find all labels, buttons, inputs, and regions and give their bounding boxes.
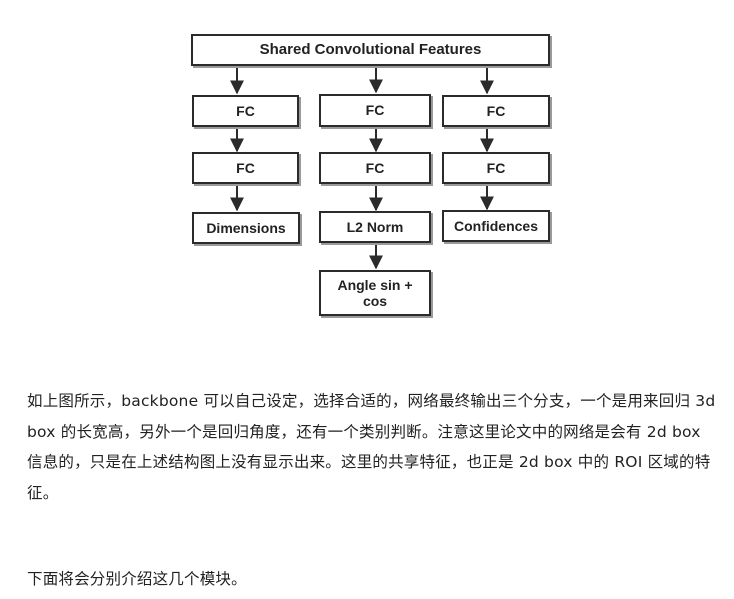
shared-features-box: Shared Convolutional Features bbox=[191, 34, 550, 66]
right-fc1-label: FC bbox=[486, 102, 506, 119]
next-section-intro: 下面将会分别介绍这几个模块。 bbox=[27, 570, 247, 588]
middle-fc1-label: FC bbox=[365, 102, 385, 119]
l2-norm-label: L2 Norm bbox=[346, 218, 404, 235]
middle-fc2-box: FC bbox=[319, 152, 431, 184]
shared-features-label: Shared Convolutional Features bbox=[259, 41, 482, 59]
left-fc1-box: FC bbox=[192, 95, 299, 127]
middle-fc2-label: FC bbox=[365, 159, 385, 176]
confidences-box: Confidences bbox=[442, 210, 550, 242]
l2-norm-box: L2 Norm bbox=[319, 211, 431, 243]
left-fc1-label: FC bbox=[236, 102, 255, 119]
angle-sin-cos-label: Angle sin + cos bbox=[337, 276, 413, 309]
dimensions-box: Dimensions bbox=[192, 212, 300, 244]
confidences-label: Confidences bbox=[453, 217, 538, 234]
diagram-arrows bbox=[230, 66, 494, 270]
dimensions-label: Dimensions bbox=[206, 219, 286, 236]
right-fc1-box: FC bbox=[442, 95, 550, 127]
middle-fc1-box: FC bbox=[319, 94, 431, 127]
network-architecture-diagram: Shared Convolutional Features FC FC FC F… bbox=[191, 34, 550, 316]
right-fc2-box: FC bbox=[442, 152, 550, 184]
right-fc2-label: FC bbox=[486, 159, 506, 176]
description-paragraph: 如上图所示，backbone 可以自己设定，选择合适的，网络最终输出三个分支，一… bbox=[27, 392, 716, 502]
left-fc2-label: FC bbox=[236, 159, 255, 176]
left-fc2-box: FC bbox=[192, 152, 299, 184]
angle-sin-cos-box: Angle sin + cos bbox=[319, 270, 431, 316]
